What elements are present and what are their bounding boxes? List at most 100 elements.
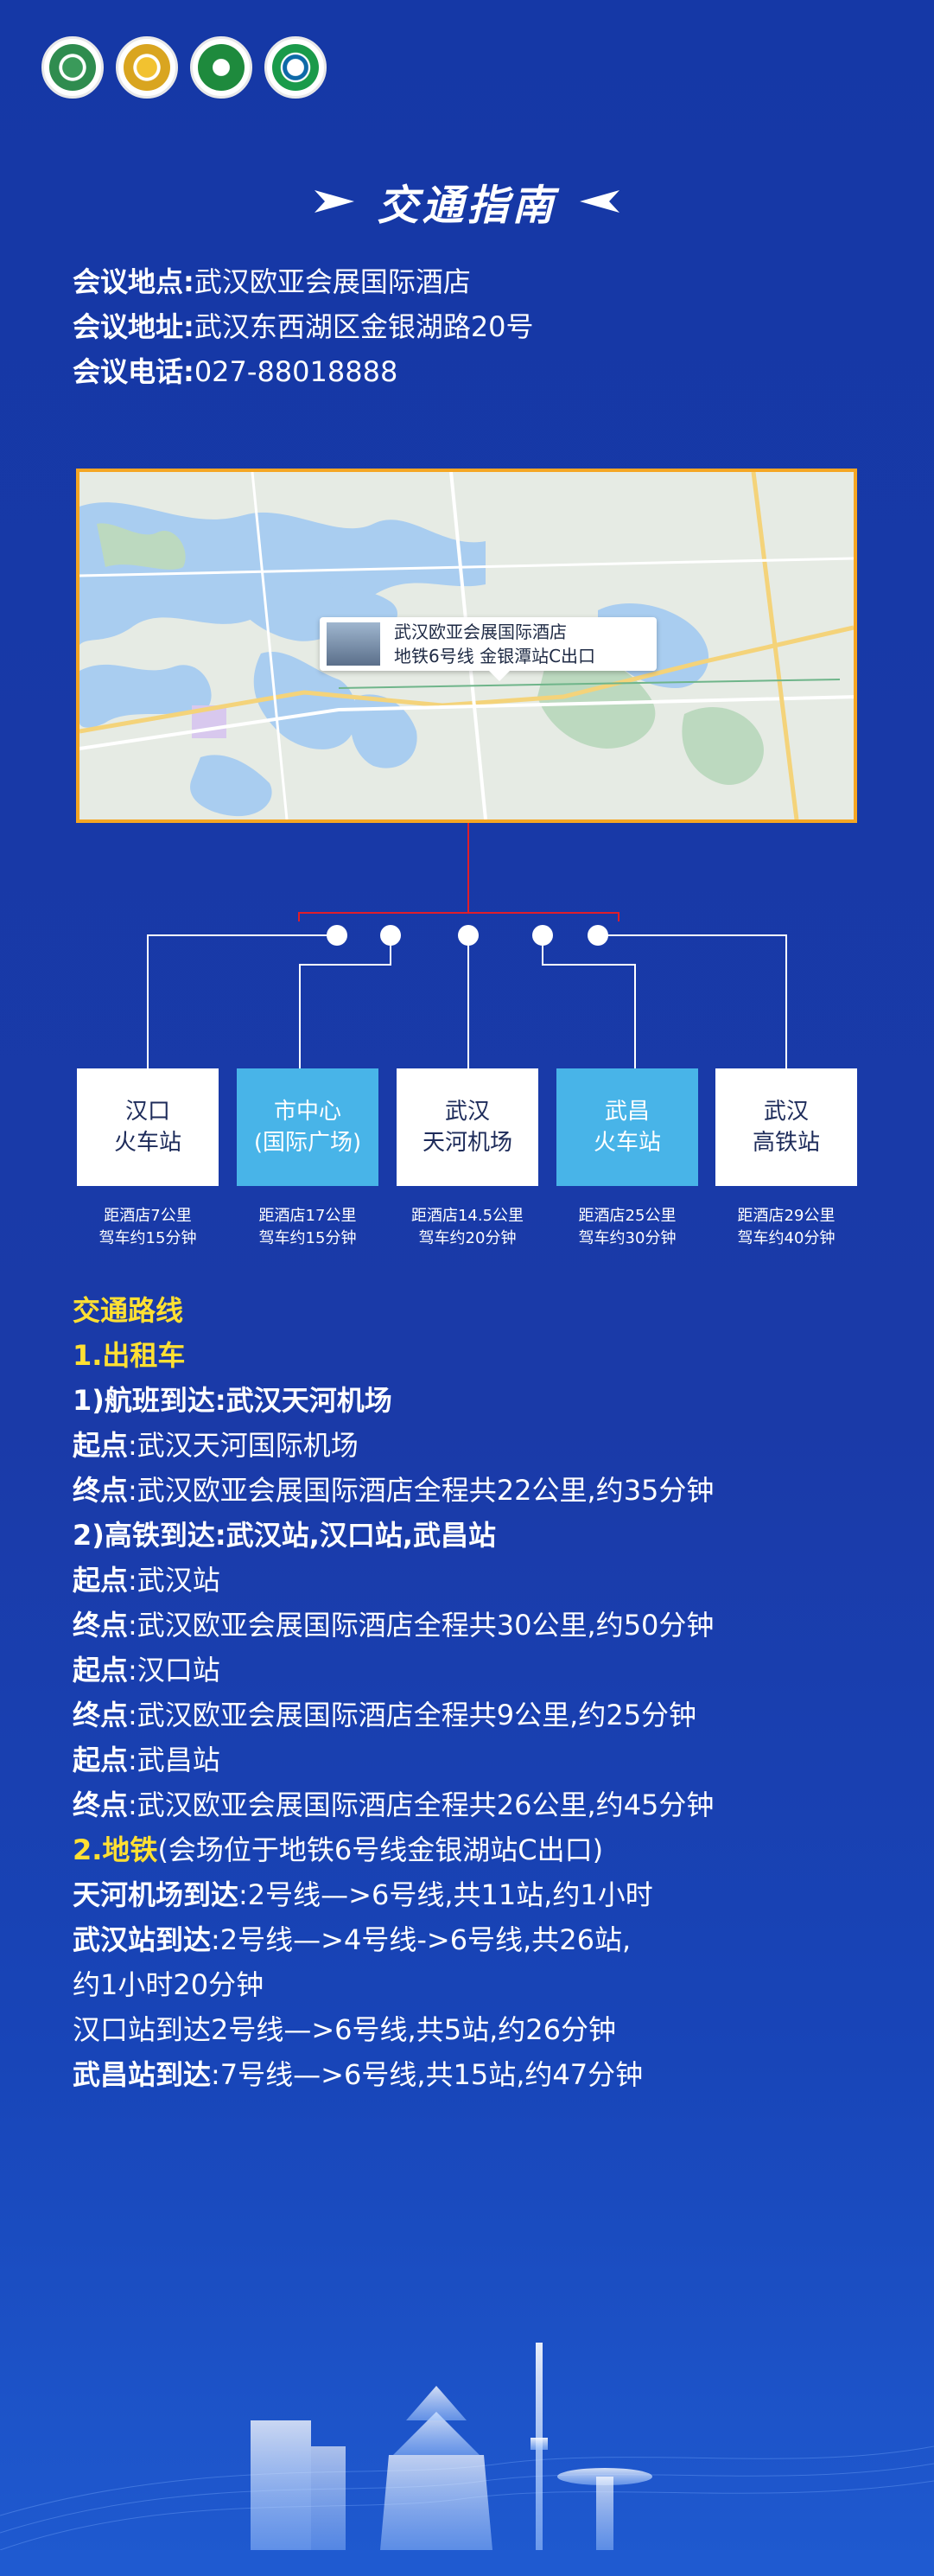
connector-dot — [327, 925, 347, 946]
start-label: 起点 — [73, 1744, 129, 1776]
end-label: 终点 — [73, 1609, 129, 1642]
callout-text: 武汉欧亚会展国际酒店 地铁6号线 金银潭站C出口 — [394, 620, 595, 668]
city-skyline — [0, 2343, 934, 2576]
dest-label-2: 高铁站 — [752, 1130, 820, 1156]
page-title: 交通指南 — [377, 182, 557, 230]
start-label: 起点 — [73, 1429, 129, 1462]
dest-label-1: 武汉 — [763, 1099, 809, 1125]
callout-line-2: 地铁6号线 金银潭站C出口 — [394, 646, 596, 666]
hotel-thumbnail — [327, 622, 380, 666]
end-text: :武汉欧亚会展国际酒店全程共22公里,约35分钟 — [128, 1474, 715, 1507]
connector-dot — [588, 925, 608, 946]
rail2-start: 起点:汉口站 — [73, 1648, 876, 1693]
end-text: :武汉欧亚会展国际酒店全程共30公里,约50分钟 — [128, 1609, 715, 1642]
start-label: 起点 — [73, 1654, 129, 1687]
dest-hsr-station: 武汉高铁站 — [715, 1068, 857, 1186]
connector-dot — [380, 925, 401, 946]
callout-line-1: 武汉欧亚会展国际酒店 — [394, 622, 567, 642]
dest-label-2: 火车站 — [113, 1130, 181, 1156]
flight-heading: 1)航班到达:武汉天河机场 — [73, 1378, 876, 1423]
info-value: 武汉欧亚会展国际酒店 — [194, 265, 471, 298]
start-text: :武汉站 — [128, 1564, 220, 1597]
flight-end: 终点:武汉欧亚会展国际酒店全程共22公里,约35分钟 — [73, 1468, 876, 1513]
logo-3 — [190, 36, 252, 99]
start-text: :武汉天河国际机场 — [128, 1429, 359, 1462]
metro-text: :2号线—>6号线,共11站,约1小时 — [238, 1878, 653, 1911]
metro-wuhan-station-cont: 约1小时20分钟 — [73, 1968, 264, 2001]
logo-2 — [116, 36, 178, 99]
title-bar: 交通指南 — [0, 171, 934, 232]
logo-1 — [41, 36, 104, 99]
distance-text: 距酒店17公里 — [258, 1207, 357, 1225]
logo-row — [41, 36, 327, 99]
info-row-address: 会议地址:武汉东西湖区金银湖路20号 — [73, 304, 534, 349]
info-row-location: 会议地点:武汉欧亚会展国际酒店 — [73, 259, 534, 304]
location-map: 武汉欧亚会展国际酒店 地铁6号线 金银潭站C出口 — [76, 469, 857, 823]
rail2-end: 终点:武汉欧亚会展国际酒店全程共9公里,约25分钟 — [73, 1693, 876, 1738]
dest-label-1: 市中心 — [273, 1099, 341, 1125]
end-text: :武汉欧亚会展国际酒店全程共26公里,约45分钟 — [128, 1789, 715, 1821]
dest-tianhe-airport: 武汉天河机场 — [397, 1068, 538, 1186]
metro-airport: 天河机场到达:2号线—>6号线,共11站,约1小时 — [73, 1872, 876, 1917]
connector-dot — [532, 925, 553, 946]
route-section: 交通路线 1.出租车 1)航班到达:武汉天河机场 起点:武汉天河国际机场 终点:… — [73, 1288, 876, 2097]
dest-wuchang-station: 武昌火车站 — [556, 1068, 698, 1186]
drive-time-text: 驾车约15分钟 — [258, 1229, 357, 1247]
rail-heading-text: 2)高铁到达:武汉站,汉口站,武昌站 — [73, 1519, 497, 1552]
distance-text: 距酒店14.5公里 — [410, 1207, 524, 1225]
distance-text: 距酒店29公里 — [737, 1207, 836, 1225]
end-label: 终点 — [73, 1474, 129, 1507]
dest-label-2: 天河机场 — [422, 1130, 512, 1156]
arrow-right-icon — [315, 190, 355, 213]
end-label: 终点 — [73, 1699, 129, 1731]
info-row-phone: 会议电话:027-88018888 — [73, 349, 534, 394]
logo-4 — [264, 36, 327, 99]
start-label: 起点 — [73, 1564, 129, 1597]
dest-distance: 距酒店7公里驾车约15分钟 — [66, 1205, 230, 1250]
metro-note: (会场位于地铁6号线金银湖站C出口) — [157, 1833, 604, 1866]
map-callout: 武汉欧亚会展国际酒店 地铁6号线 金银潭站C出口 — [320, 617, 657, 681]
flight-start: 起点:武汉天河国际机场 — [73, 1423, 876, 1468]
info-value: 027-88018888 — [194, 355, 398, 388]
drive-time-text: 驾车约40分钟 — [737, 1229, 836, 1247]
drive-time-text: 驾车约15分钟 — [98, 1229, 197, 1247]
drive-time-text: 驾车约30分钟 — [578, 1229, 677, 1247]
flight-heading-text: 1)航班到达:武汉天河机场 — [73, 1384, 392, 1417]
map-drawing — [79, 472, 854, 819]
dest-distance: 距酒店14.5公里驾车约20分钟 — [385, 1205, 550, 1250]
dest-city-center: 市中心 (国际广场) — [237, 1068, 378, 1186]
start-text: :汉口站 — [128, 1654, 220, 1687]
taxi-heading: 1.出租车 — [73, 1339, 186, 1372]
arrow-left-icon — [579, 190, 619, 213]
dest-label-1: 汉口 — [124, 1099, 170, 1125]
distance-text: 距酒店25公里 — [578, 1207, 677, 1225]
dest-hankou-station: 汉口火车站 — [77, 1068, 219, 1186]
dest-label-1: 武汉 — [444, 1099, 490, 1125]
dest-label-2: 火车站 — [593, 1130, 661, 1156]
rail1-end: 终点:武汉欧亚会展国际酒店全程共30公里,约50分钟 — [73, 1603, 876, 1648]
rail3-end: 终点:武汉欧亚会展国际酒店全程共26公里,约45分钟 — [73, 1782, 876, 1827]
end-text: :武汉欧亚会展国际酒店全程共9公里,约25分钟 — [128, 1699, 697, 1731]
metro-hankou-station: 汉口站到达2号线—>6号线,共5站,约26分钟 — [73, 2013, 616, 2046]
dest-distance: 距酒店17公里驾车约15分钟 — [226, 1205, 390, 1250]
rail-heading: 2)高铁到达:武汉站,汉口站,武昌站 — [73, 1513, 876, 1558]
metro-heading-text: 2.地铁 — [73, 1833, 158, 1866]
info-label: 会议电话: — [73, 355, 194, 388]
info-label: 会议地址: — [73, 310, 194, 343]
metro-text: :7号线—>6号线,共15站,约47分钟 — [211, 2058, 644, 2091]
start-text: :武昌站 — [128, 1744, 220, 1776]
metro-label: 武昌站到达 — [73, 2058, 212, 2091]
info-value: 武汉东西湖区金银湖路20号 — [194, 310, 534, 343]
route-connectors — [147, 823, 787, 1068]
dest-label-2: (国际广场) — [253, 1130, 362, 1156]
metro-label: 武汉站到达 — [73, 1923, 212, 1956]
info-label: 会议地点: — [73, 265, 194, 298]
rail3-start: 起点:武昌站 — [73, 1738, 876, 1782]
drive-time-text: 驾车约20分钟 — [418, 1229, 517, 1247]
end-label: 终点 — [73, 1789, 129, 1821]
metro-wuchang-station: 武昌站到达:7号线—>6号线,共15站,约47分钟 — [73, 2052, 876, 2097]
distance-text: 距酒店7公里 — [104, 1207, 192, 1225]
metro-wuhan-station: 武汉站到达:2号线—>4号线->6号线,共26站, — [73, 1917, 876, 1962]
metro-text: :2号线—>4号线->6号线,共26站, — [211, 1923, 632, 1956]
dest-label-1: 武昌 — [604, 1099, 650, 1125]
